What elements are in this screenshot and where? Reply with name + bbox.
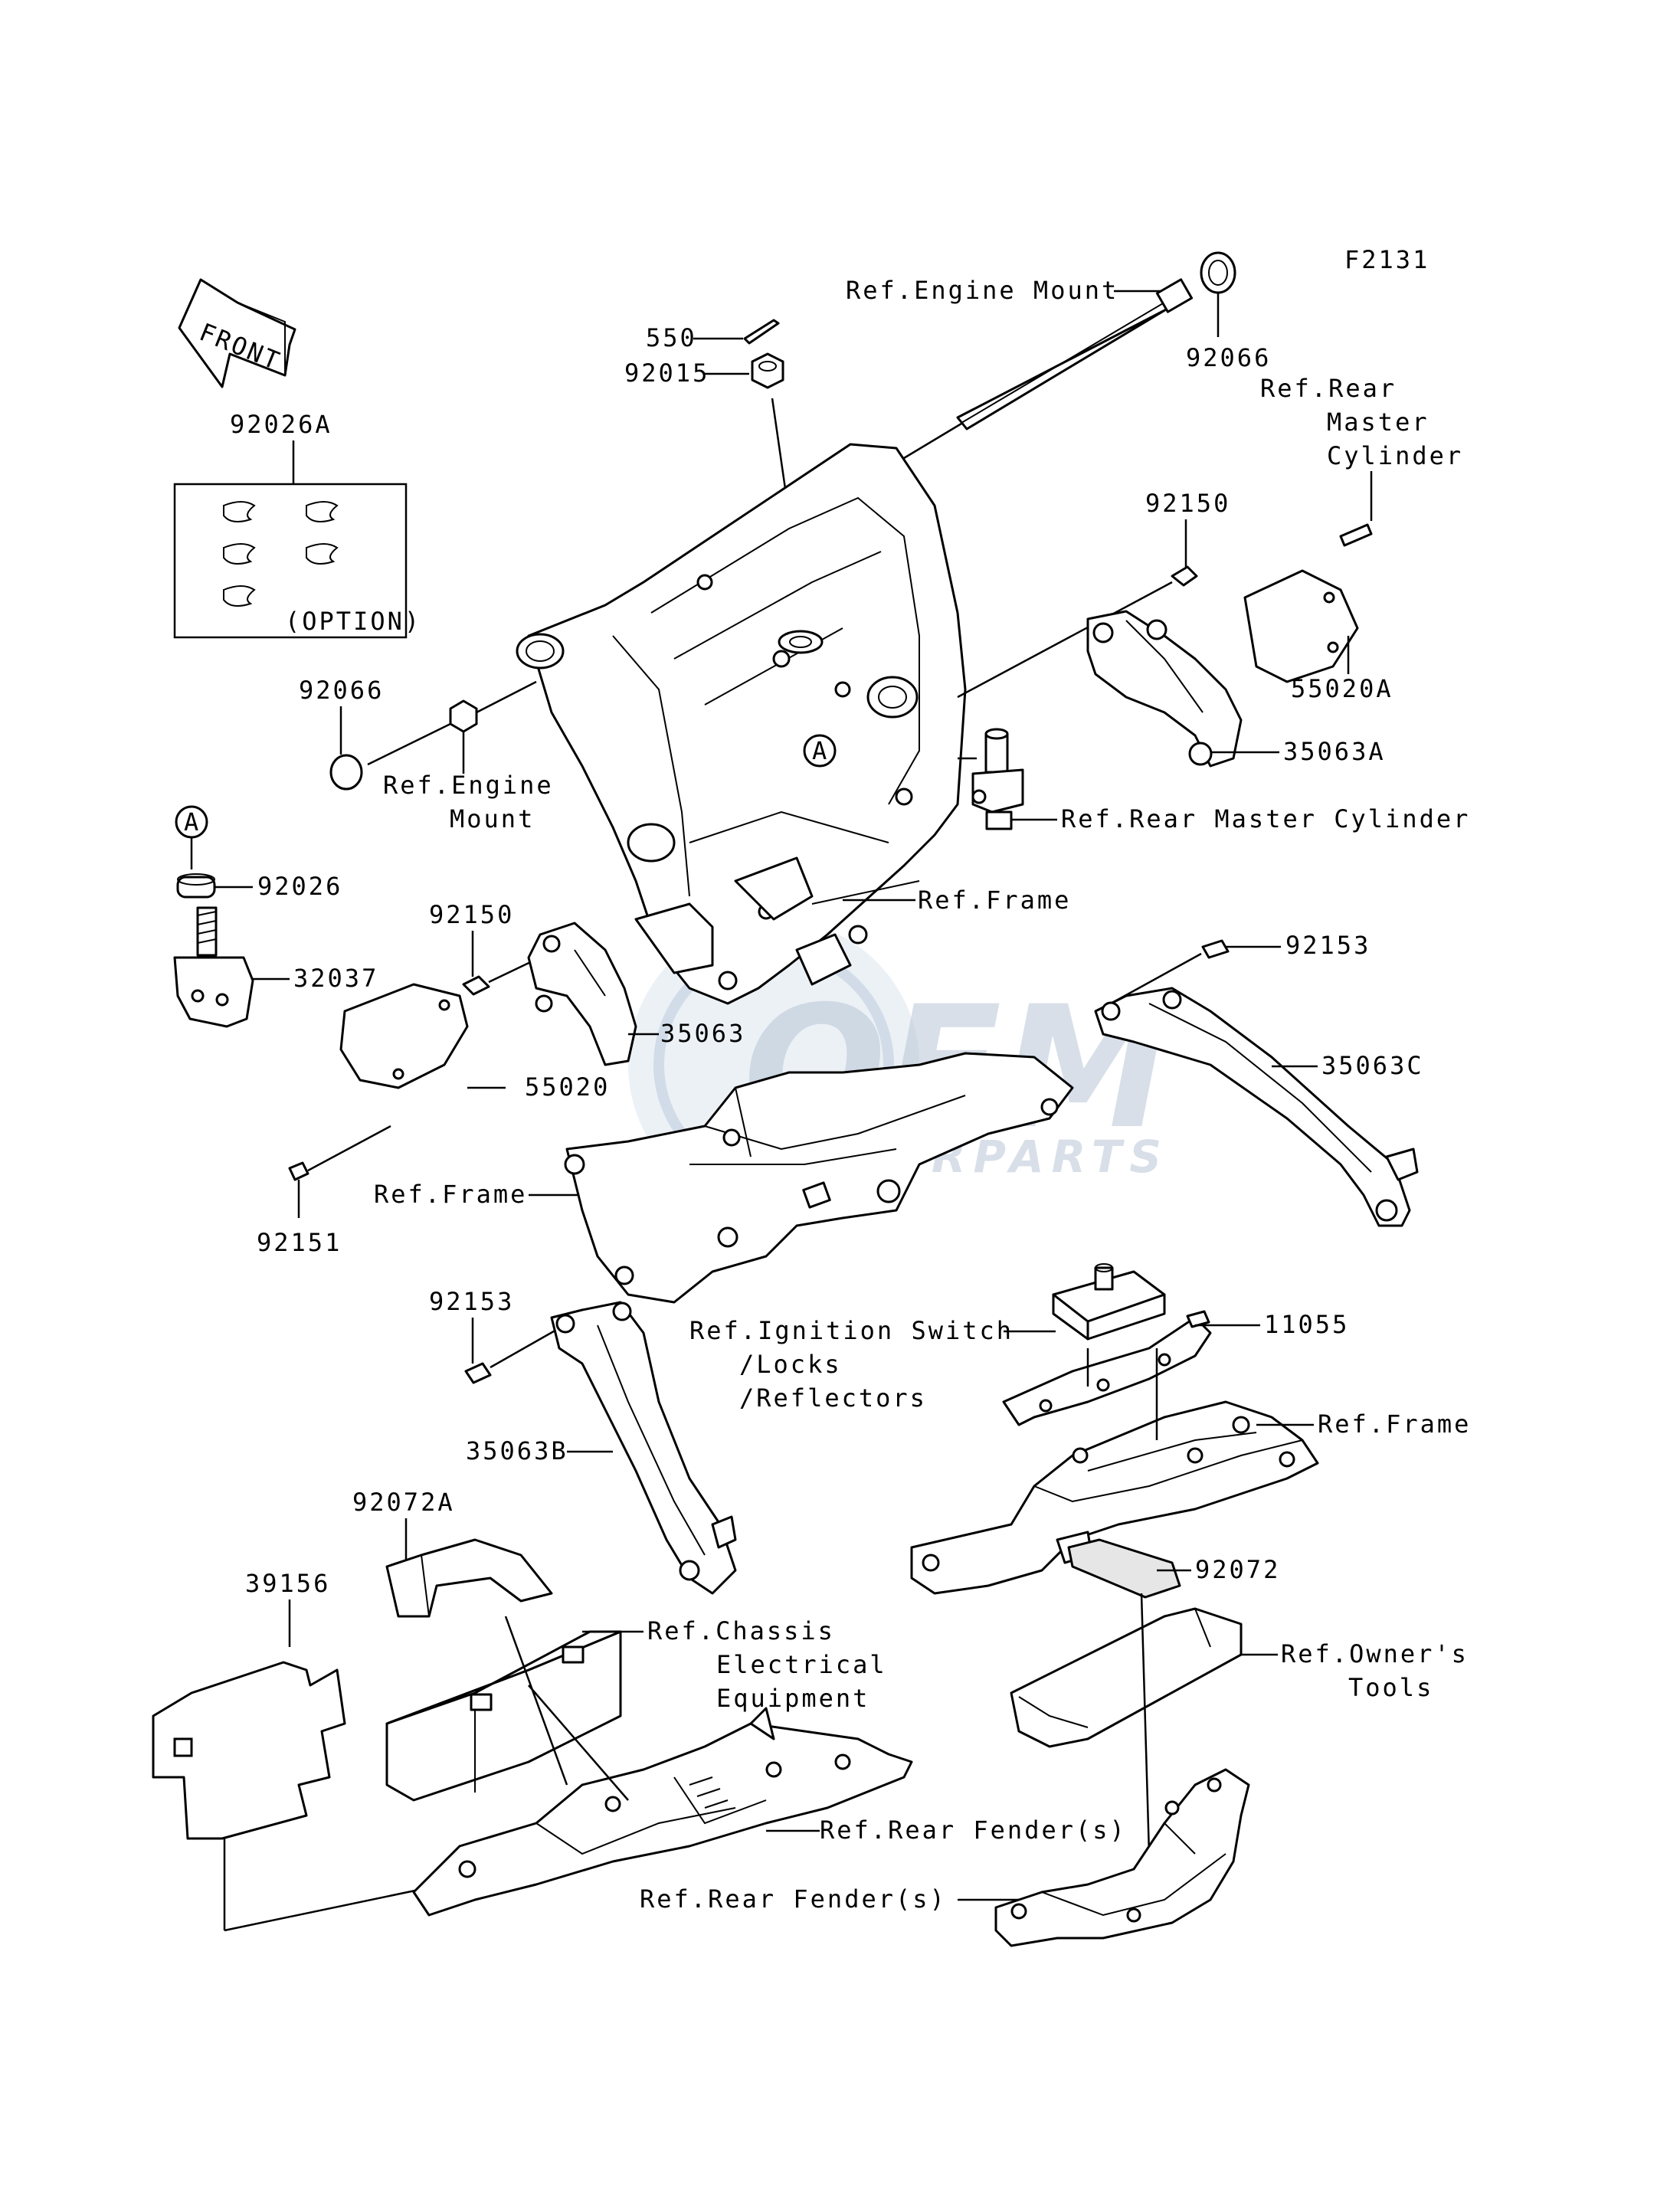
ref-engine-mount-top: Ref.Engine Mount — [846, 276, 1118, 305]
ref-rear-fender-2: Ref.Rear Fender(s) — [640, 1884, 947, 1914]
callout-35063A: 35063A — [1283, 737, 1386, 766]
callout-92151: 92151 — [257, 1228, 342, 1257]
nut-engine-mount-left — [449, 699, 478, 733]
bolt-92153-left — [464, 1362, 492, 1384]
strap-92072A — [385, 1538, 553, 1618]
callout-92150-right: 92150 — [1145, 489, 1230, 518]
callout-92066-top: 92066 — [1186, 343, 1271, 372]
marker-a-left-label: A — [184, 807, 201, 837]
callout-39156: 39156 — [245, 1569, 330, 1598]
cotter-pin-550 — [743, 319, 780, 345]
ref-frame-upper: Ref.Frame — [918, 886, 1071, 915]
rear-fender-right — [994, 1768, 1250, 1947]
bolt-rear-master-cyl — [1339, 523, 1373, 547]
callout-550: 550 — [646, 323, 697, 352]
front-direction-arrow-icon: FRONT — [178, 278, 296, 388]
rear-master-cylinder — [971, 728, 1024, 830]
owners-tools — [1010, 1607, 1243, 1748]
ref-ignition-2: /Locks — [739, 1350, 842, 1379]
callout-92153-right: 92153 — [1285, 931, 1371, 960]
callout-92072: 92072 — [1195, 1555, 1280, 1584]
bracket-35063A — [1086, 610, 1243, 768]
callout-55020: 55020 — [525, 1072, 610, 1102]
heel-guard-55020A — [1243, 569, 1359, 683]
ref-rear-master-cyl-2: Master — [1327, 408, 1429, 437]
spacer-92026 — [176, 873, 216, 899]
callout-35063B: 35063B — [466, 1436, 568, 1465]
figure-code: F2131 — [1344, 245, 1429, 274]
callout-35063: 35063 — [660, 1019, 745, 1048]
bolt-92150-left — [462, 975, 490, 996]
ref-engine-mount-left-2: Mount — [450, 804, 535, 833]
subframe — [564, 1052, 1074, 1304]
cap-92066-left — [329, 754, 363, 791]
ref-owners-1: Ref.Owner's — [1281, 1639, 1469, 1668]
heel-guard-55020 — [339, 983, 469, 1089]
ref-frame-mid: Ref.Frame — [374, 1180, 527, 1209]
ref-rear-master-cyl-3: Cylinder — [1327, 441, 1463, 470]
bolt-92151 — [288, 1161, 309, 1181]
ref-chassis-3: Equipment — [716, 1684, 869, 1713]
ring-92066-top — [1200, 251, 1236, 294]
callout-92026: 92026 — [257, 872, 342, 901]
marker-a-frame: A — [803, 734, 837, 768]
rear-subframe-right — [910, 1400, 1319, 1595]
callout-92015: 92015 — [624, 359, 709, 388]
bracket-35063C — [1094, 987, 1419, 1227]
bolt-92150-right — [1171, 565, 1198, 587]
nut-92015 — [751, 352, 784, 389]
option-label: (OPTION) — [285, 607, 421, 636]
option-shims-group: 92026A (OPTION) — [173, 410, 421, 639]
ref-chassis-2: Electrical — [716, 1650, 887, 1679]
ignition-switch — [1052, 1263, 1166, 1341]
callout-55020A: 55020A — [1291, 674, 1393, 703]
bracket-35063 — [527, 922, 637, 1066]
callout-32037: 32037 — [293, 964, 378, 993]
bracket-32037 — [173, 906, 254, 1028]
marker-a-left: A — [175, 805, 208, 839]
callout-92072A: 92072A — [352, 1488, 455, 1517]
bolt-92153-right — [1201, 939, 1230, 959]
ref-ignition-3: /Reflectors — [739, 1383, 927, 1413]
ref-owners-2: Tools — [1348, 1673, 1433, 1702]
ref-engine-mount-left-1: Ref.Engine — [383, 771, 554, 800]
ref-rear-master-cyl-1: Ref.Rear — [1260, 374, 1397, 403]
ref-frame-right: Ref.Frame — [1318, 1410, 1471, 1439]
callout-11055: 11055 — [1264, 1310, 1349, 1339]
main-frame — [516, 443, 967, 1005]
ref-rear-fender-1: Ref.Rear Fender(s) — [820, 1816, 1127, 1845]
battery — [385, 1630, 622, 1802]
strap-92072 — [1067, 1538, 1181, 1599]
bracket-35063B — [550, 1301, 737, 1595]
ref-rear-master-cylinder: Ref.Rear Master Cylinder — [1061, 804, 1470, 833]
rear-fender-left — [412, 1707, 913, 1917]
engine-mount-bolt — [903, 278, 1194, 460]
ref-chassis-1: Ref.Chassis — [647, 1616, 835, 1645]
callout-92026A: 92026A — [230, 410, 332, 439]
callout-35063C: 35063C — [1321, 1051, 1424, 1080]
bracket-11055 — [1002, 1310, 1212, 1426]
callout-92150-left: 92150 — [429, 900, 514, 929]
marker-a-frame-label: A — [812, 736, 829, 765]
ref-ignition-1: Ref.Ignition Switch — [689, 1316, 1014, 1345]
plate-39156 — [152, 1661, 346, 1840]
callout-92153-left: 92153 — [429, 1287, 514, 1316]
callout-92066-left: 92066 — [299, 676, 384, 705]
